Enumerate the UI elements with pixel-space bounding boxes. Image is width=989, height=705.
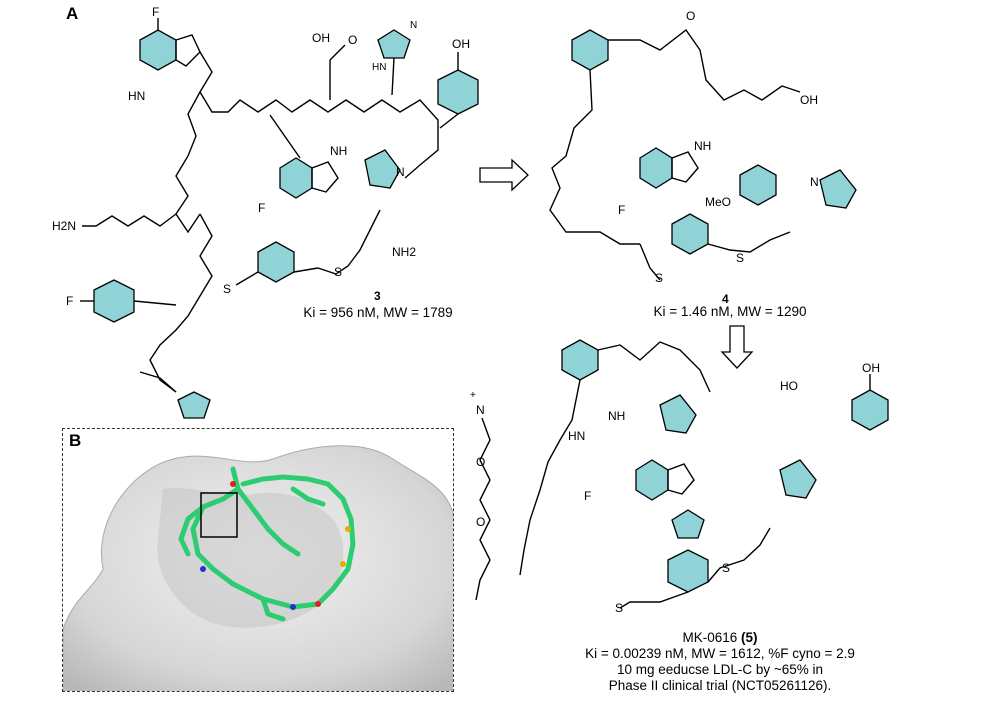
atom-o-peg-2: O	[476, 515, 485, 529]
atom-o-c4-top: O	[686, 9, 695, 23]
atom-s-c5-1: S	[615, 601, 623, 615]
panel-b-protein-surface: B	[62, 428, 454, 692]
atom-oh-acid: OH	[312, 31, 330, 45]
proline-ring-c5-1	[659, 394, 697, 434]
compound-5-clinical-line2: Phase II clinical trial (NCT05261126).	[608, 678, 832, 693]
compound-5-title: MK-0616 (5)	[500, 630, 940, 646]
tyrosine-ring-c3	[437, 69, 479, 115]
tyrosine-ring-c5	[851, 389, 889, 431]
indole-ring-c4	[639, 147, 673, 189]
atom-nh-c4-indole: NH	[694, 139, 711, 153]
atom-plus-charge: +	[470, 390, 476, 401]
compound-3-number: 3	[374, 289, 381, 303]
proline-ring-c4	[819, 169, 857, 209]
atom-f-1: F	[152, 5, 159, 19]
benzene-ring-c4-top	[571, 29, 609, 71]
atom-oh-tyr-c3: OH	[452, 37, 470, 51]
imidazole-ring-bottom	[177, 391, 211, 419]
panel-b-label: B	[69, 431, 82, 450]
atom-o-peg-1: O	[476, 455, 485, 469]
atom-s-1: S	[223, 282, 231, 296]
heteroatom-markers	[200, 481, 351, 610]
highlight-box	[200, 492, 238, 538]
atom-nh-c5: NH	[608, 409, 625, 423]
benzene-ring-c5-top	[561, 339, 599, 381]
xylene-ring-c4	[671, 213, 709, 255]
atom-f-2: F	[258, 201, 265, 215]
compound-4-number: 4	[722, 292, 729, 306]
imidazole-ring-top	[377, 29, 411, 59]
arrow-3-to-4	[479, 158, 529, 192]
fluorophenyl-ring-c3	[93, 279, 135, 323]
panel-a-label: A	[66, 4, 79, 23]
compound-4-stats: Ki = 1.46 nM, MW = 1290	[653, 304, 807, 319]
indole-ring-c3-lower	[279, 157, 313, 199]
atom-hn-imid: HN	[372, 62, 386, 73]
proline-ring-c3	[364, 149, 401, 189]
atom-meo-c4: MeO	[705, 195, 731, 209]
atom-s-c4-2: S	[736, 251, 744, 265]
arrow-4-to-5	[720, 325, 754, 369]
compound-5-stats: Ki = 0.00239 nM, MW = 1612, %F cyno = 2.…	[585, 646, 855, 661]
atom-nh-indole: NH	[330, 144, 347, 158]
atom-s-c5-2: S	[722, 561, 730, 575]
atom-n-plus: N	[476, 403, 485, 417]
atom-nh2: NH2	[392, 245, 416, 259]
compound-3-structure: F HN OH O HN N OH N F NH H2N NH2	[52, 5, 479, 419]
atom-oh-tyr-c5: OH	[862, 361, 880, 375]
atom-f-3: F	[66, 294, 73, 308]
compound-5-number: (5)	[741, 630, 758, 645]
binding-groove	[157, 487, 344, 628]
compound-3-stats: Ki = 956 nM, MW = 1789	[303, 305, 453, 320]
atom-n-pro-c3: N	[396, 165, 405, 179]
indole-ring-benzo	[139, 29, 177, 71]
atom-f-c5: F	[584, 489, 591, 503]
atom-ho-thr-c5: HO	[780, 379, 798, 393]
protein-surface-render	[63, 445, 453, 691]
proline-ring-c5-2	[779, 459, 817, 499]
compound-5-caption: MK-0616 (5) Ki = 0.00239 nM, MW = 1612, …	[500, 630, 940, 694]
atom-h2n: H2N	[52, 219, 76, 233]
compound-4-structure: OH O S S F NH MeO N	[549, 9, 857, 285]
atom-n-pro-c4: N	[810, 175, 819, 189]
atom-s-c4-1: S	[655, 271, 663, 285]
xylene-ring-c3	[257, 241, 295, 283]
atom-oh-thr-c4: OH	[800, 93, 818, 107]
atom-hn-1: HN	[128, 89, 145, 103]
compound-5-structure: N + O O F S S NH HN OH HO	[470, 339, 889, 615]
compound-5-name: MK-0616	[682, 630, 738, 645]
atom-f-c4: F	[618, 203, 625, 217]
atom-n-imid: N	[410, 20, 417, 31]
triazole-ring-c5	[671, 509, 705, 539]
indole-ring-c5	[635, 459, 669, 501]
methoxyphenyl-ring-c4	[739, 164, 777, 206]
benzene-ring-c5-bottom	[667, 549, 709, 593]
atom-hn-c5: HN	[568, 429, 585, 443]
compound-5-clinical-line1: 10 mg eeducse LDL-C by ~65% in	[617, 662, 823, 677]
atom-o-acid: O	[348, 33, 357, 47]
atom-s-2: S	[334, 265, 342, 279]
